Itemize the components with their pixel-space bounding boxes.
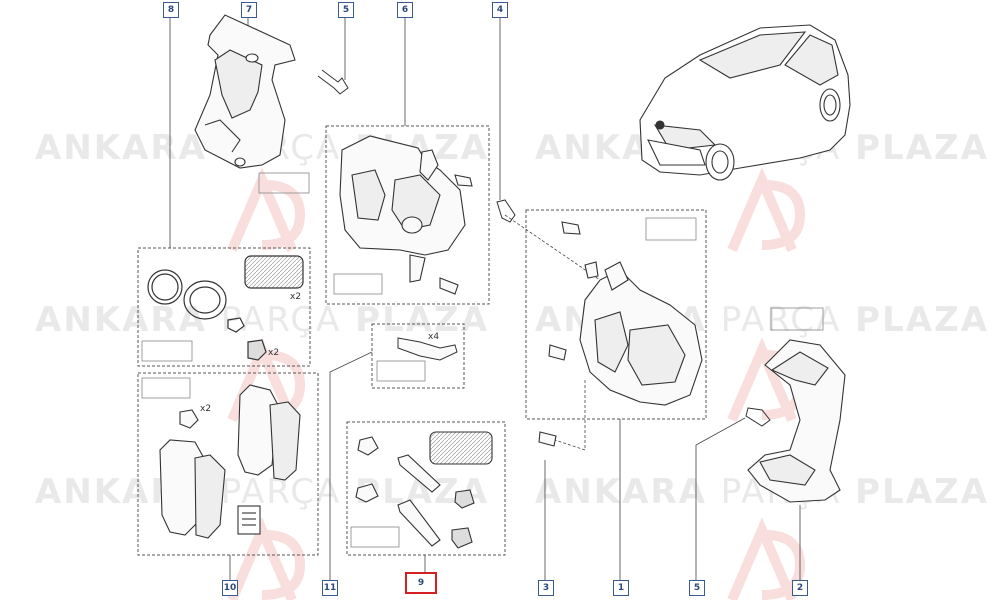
logo-watermark <box>227 167 806 600</box>
callout-11[interactable]: 11 <box>322 580 338 596</box>
bolt-upper <box>317 69 349 95</box>
guide-pin-kit <box>355 431 493 549</box>
seal-kit <box>147 255 304 361</box>
callout-1[interactable]: 1 <box>613 580 629 596</box>
callout-8[interactable]: 8 <box>163 2 179 18</box>
callout-6[interactable]: 6 <box>397 2 413 18</box>
bleed-screw <box>496 199 516 223</box>
part-bracket-upper <box>194 14 296 169</box>
part-caliper-main <box>538 221 703 447</box>
part-bracket-lower <box>747 339 846 503</box>
callout-5-top[interactable]: 5 <box>338 2 354 18</box>
callout-9-selected[interactable]: 9 <box>405 572 437 594</box>
reference-boxes <box>141 172 824 548</box>
callout-10[interactable]: 10 <box>222 580 238 596</box>
car-illustration <box>639 24 851 181</box>
callout-7[interactable]: 7 <box>241 2 257 18</box>
qty-seal-kit: x2 <box>290 292 302 302</box>
qty-spring: x4 <box>428 332 440 342</box>
qty-bolt: x2 <box>200 404 212 414</box>
part-caliper-upper <box>339 135 473 295</box>
bolt-lower <box>745 407 771 427</box>
brake-pads <box>159 384 301 539</box>
group-boxes <box>137 125 707 556</box>
qty-bushing: x2 <box>268 348 280 358</box>
callout-2[interactable]: 2 <box>792 580 808 596</box>
callout-3[interactable]: 3 <box>538 580 554 596</box>
callout-5-bottom[interactable]: 5 <box>689 580 705 596</box>
anti-rattle-springs <box>397 337 458 361</box>
leader-lines <box>169 17 801 580</box>
callout-4[interactable]: 4 <box>492 2 508 18</box>
